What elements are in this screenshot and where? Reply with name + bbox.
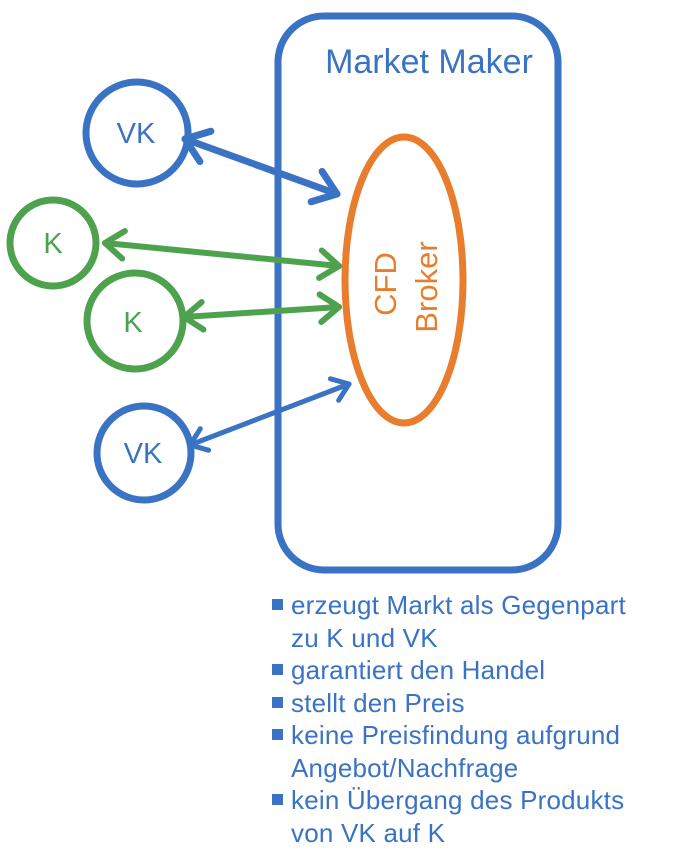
bullet-list: erzeugt Markt als Gegenpart zu K und VK … bbox=[272, 589, 674, 849]
arrow-k-first-broker bbox=[102, 228, 342, 281]
bullet-item-text: keine Preisfindung aufgrund Angebot/Nach… bbox=[291, 720, 621, 783]
node-k-first-label: K bbox=[43, 228, 63, 260]
bullet-square-icon bbox=[272, 599, 283, 610]
node-k-first-circle bbox=[6, 196, 100, 290]
bullet-item: erzeugt Markt als Gegenpart zu K und VK bbox=[272, 589, 674, 654]
market-maker-title: Market Maker bbox=[325, 43, 533, 81]
node-vk-top-label: VK bbox=[117, 118, 156, 150]
diagram-canvas: Market Maker CFD Broker VK K K VK bbox=[6, 12, 562, 574]
bullet-item: garantiert den Handel bbox=[272, 654, 674, 687]
arrow-vk-top-broker bbox=[181, 127, 341, 206]
bullet-item-text: garantiert den Handel bbox=[291, 655, 546, 685]
cfd-broker-ellipse bbox=[341, 133, 467, 427]
arrow-k-second-broker bbox=[181, 291, 342, 333]
bullet-item: stellt den Preis bbox=[272, 687, 674, 720]
bullet-square-icon bbox=[272, 729, 283, 740]
bullet-square-icon bbox=[272, 696, 283, 708]
node-k-second-label: K bbox=[123, 307, 143, 339]
arrow-vk-bottom-broker bbox=[187, 376, 352, 453]
node-vk-bottom-label: VK bbox=[124, 438, 163, 470]
bullet-item-text: erzeugt Markt als Gegenpart zu K und VK bbox=[291, 590, 626, 653]
bullet-item-text: stellt den Preis bbox=[291, 687, 465, 718]
broker-label: Broker bbox=[409, 241, 444, 332]
bullet-item-text: kein Übergang des Produkts von VK auf K bbox=[291, 785, 625, 848]
node-vk-bottom-circle bbox=[93, 402, 195, 504]
cfd-label: CFD bbox=[368, 252, 403, 316]
bullet-item: kein Übergang des Produkts von VK auf K bbox=[272, 784, 674, 849]
bullet-square-icon bbox=[272, 794, 283, 805]
bullet-square-icon bbox=[272, 664, 283, 675]
bullet-item: keine Preisfindung aufgrund Angebot/Nach… bbox=[272, 719, 674, 784]
